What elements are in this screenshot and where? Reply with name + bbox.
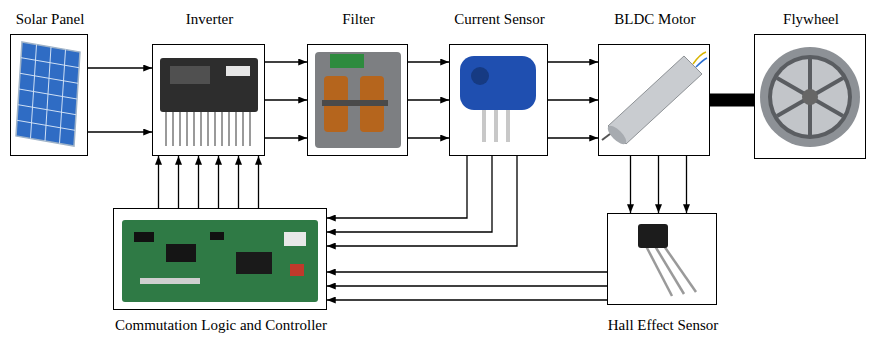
chip bbox=[134, 232, 154, 242]
flywheel-rim bbox=[760, 47, 860, 147]
arrow-connector bbox=[265, 61, 307, 62]
pin bbox=[228, 110, 230, 146]
arrow-connector bbox=[158, 156, 159, 208]
grid-line bbox=[21, 58, 79, 68]
arrow-connector bbox=[327, 299, 607, 300]
pin bbox=[207, 110, 209, 146]
sensor-aperture bbox=[471, 67, 489, 85]
component-label: BLDC Motor bbox=[614, 10, 695, 28]
arrow-connector bbox=[548, 137, 598, 138]
pin bbox=[172, 110, 174, 146]
spoke bbox=[777, 78, 843, 116]
component-box: Inverter bbox=[152, 44, 265, 156]
arrow-connector bbox=[258, 156, 259, 208]
motor-body bbox=[608, 56, 702, 144]
component-label: Current Sensor bbox=[454, 10, 544, 28]
arrow-connector bbox=[548, 99, 598, 100]
component-label: Flywheel bbox=[783, 10, 839, 28]
arrow-connector bbox=[88, 67, 152, 68]
sensor-pin bbox=[494, 106, 498, 142]
solar-grid bbox=[17, 45, 79, 144]
grid-line bbox=[18, 105, 76, 115]
inverter-pins bbox=[166, 110, 250, 146]
current-sensor-body bbox=[460, 56, 536, 110]
component-box: Filter bbox=[307, 44, 408, 156]
arrow-connector bbox=[178, 156, 179, 208]
grid-line bbox=[17, 120, 75, 130]
arrow-connector bbox=[658, 156, 659, 213]
chip bbox=[210, 232, 224, 240]
component-box: Flywheel bbox=[754, 34, 866, 159]
chip bbox=[236, 252, 272, 274]
arrow-connector bbox=[238, 156, 239, 208]
component-box: Commutation Logic and Controller bbox=[113, 208, 327, 310]
sensor-pin bbox=[482, 106, 486, 142]
arrow-connector bbox=[327, 156, 492, 232]
arrow-connector bbox=[88, 131, 152, 132]
pin bbox=[193, 110, 195, 146]
motor-shaft bbox=[710, 94, 754, 107]
solar-panel-figure bbox=[16, 42, 80, 146]
pin bbox=[221, 110, 223, 146]
pin bbox=[242, 110, 244, 146]
component-label: Commutation Logic and Controller bbox=[115, 316, 327, 334]
grid-line bbox=[20, 73, 78, 83]
controller-board bbox=[122, 220, 318, 302]
pin bbox=[200, 110, 202, 146]
arrow-connector bbox=[327, 285, 607, 286]
pin bbox=[235, 110, 237, 146]
component-box: Solar Panel bbox=[10, 34, 88, 156]
pin bbox=[214, 110, 216, 146]
spoke bbox=[777, 78, 843, 116]
component-label: Solar Panel bbox=[16, 10, 85, 28]
component-box: Current Sensor bbox=[449, 44, 548, 156]
component-label: Hall Effect Sensor bbox=[608, 316, 719, 334]
button bbox=[290, 264, 304, 276]
component-label: Filter bbox=[342, 10, 375, 28]
arrow-connector bbox=[548, 61, 598, 62]
component-box: BLDC Motor bbox=[598, 44, 710, 156]
hall-legs bbox=[646, 246, 696, 296]
motor-wire bbox=[696, 58, 707, 67]
filter-terminal bbox=[330, 54, 364, 68]
component-label: Inverter bbox=[186, 10, 233, 28]
filter-housing bbox=[315, 52, 401, 148]
arrow-connector bbox=[327, 156, 467, 218]
arrow-connector bbox=[327, 271, 607, 272]
inverter-label-area bbox=[170, 66, 210, 84]
arrow-connector bbox=[218, 156, 219, 208]
pin bbox=[249, 110, 251, 146]
hall-body bbox=[638, 224, 668, 248]
arrow-connector bbox=[408, 61, 449, 62]
grid-line bbox=[19, 89, 77, 99]
arrow-connector bbox=[327, 156, 517, 246]
arrow-connector bbox=[630, 156, 631, 213]
arrow-connector bbox=[198, 156, 199, 208]
pin bbox=[165, 110, 167, 146]
flywheel-inner bbox=[768, 55, 852, 139]
leg bbox=[664, 246, 696, 292]
flywheel-web bbox=[772, 59, 848, 135]
motor-wire bbox=[693, 52, 706, 64]
arrow-connector bbox=[408, 99, 449, 100]
pin bbox=[186, 110, 188, 146]
arrow-connector bbox=[408, 137, 449, 138]
arrow-connector bbox=[686, 156, 687, 213]
sensor-pin bbox=[506, 106, 510, 142]
connector bbox=[284, 232, 306, 246]
component-box: Hall Effect Sensor bbox=[607, 213, 717, 305]
arrow-connector bbox=[265, 137, 307, 138]
pin bbox=[179, 110, 181, 146]
arrow-connector bbox=[265, 99, 307, 100]
inverter-tab bbox=[226, 66, 250, 76]
filter-core bbox=[322, 100, 388, 106]
motor-spindle bbox=[602, 134, 610, 140]
header bbox=[140, 278, 200, 284]
inverter-body bbox=[160, 58, 258, 112]
flywheel-hub bbox=[802, 89, 818, 105]
flywheel-spokes bbox=[777, 59, 843, 135]
chip bbox=[166, 244, 196, 262]
